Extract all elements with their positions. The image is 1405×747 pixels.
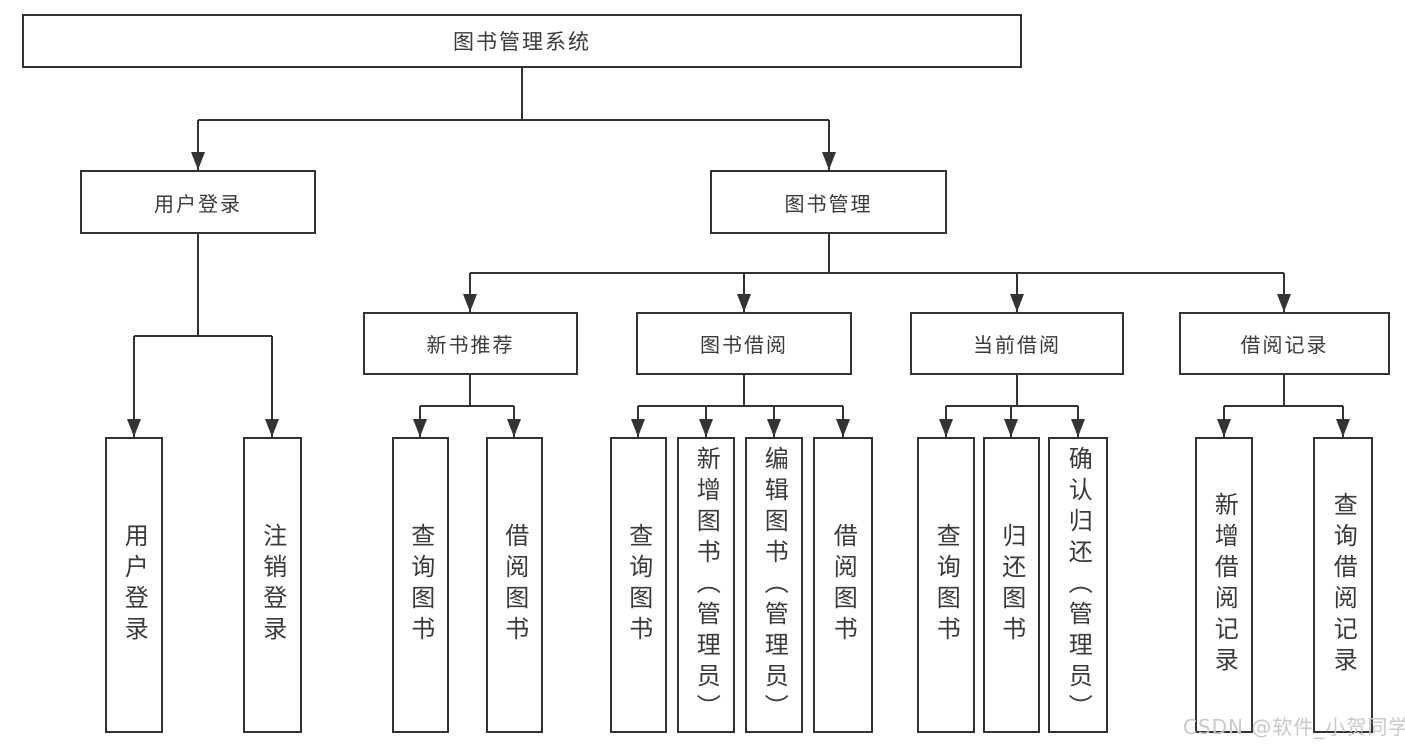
leaf-add-book-admin: 新增图书（管理员） (677, 437, 735, 733)
leaf-borrow-book-recommend: 借阅图书 (486, 437, 543, 733)
node-root-system-label: 图书管理系统 (453, 30, 591, 54)
leaf-add-borrow-record-label: 新增借阅记录 (1210, 492, 1239, 678)
leaf-edit-book-admin-label: 编辑图书（管理员） (760, 445, 789, 725)
node-current-borrow-label: 当前借阅 (973, 333, 1061, 357)
node-borrow-record: 借阅记录 (1179, 312, 1390, 375)
leaf-query-book-current-label: 查询图书 (932, 523, 961, 647)
leaf-logout: 注销登录 (243, 437, 302, 733)
node-user-login-group-label: 用户登录 (154, 191, 242, 216)
node-user-login-group: 用户登录 (80, 170, 316, 234)
leaf-borrow-book: 借阅图书 (813, 437, 873, 733)
leaf-return-book-label: 归还图书 (997, 523, 1026, 647)
leaf-user-login-label: 用户登录 (120, 523, 149, 647)
node-borrow-record-label: 借阅记录 (1240, 333, 1329, 357)
leaf-add-borrow-record: 新增借阅记录 (1195, 437, 1253, 733)
leaf-borrow-book-recommend-label: 借阅图书 (500, 523, 529, 647)
node-root-system: 图书管理系统 (22, 14, 1022, 68)
leaf-query-borrow-record: 查询借阅记录 (1313, 437, 1373, 733)
node-book-borrow-label: 图书借阅 (700, 333, 788, 357)
leaf-query-book-current: 查询图书 (917, 437, 975, 733)
node-book-management-label: 图书管理 (784, 191, 873, 216)
leaf-query-book-borrow-label: 查询图书 (624, 523, 653, 647)
leaf-query-borrow-record-label: 查询借阅记录 (1329, 492, 1358, 678)
leaf-user-login: 用户登录 (105, 437, 163, 733)
leaf-return-book: 归还图书 (983, 437, 1040, 733)
leaf-logout-label: 注销登录 (258, 523, 287, 647)
leaf-query-book-borrow: 查询图书 (610, 437, 667, 733)
leaf-confirm-return-admin-label: 确认归还（管理员） (1064, 445, 1093, 725)
watermark: CSDN @软件_小贺同学 (1183, 715, 1405, 739)
node-book-borrow: 图书借阅 (636, 312, 852, 375)
leaf-confirm-return-admin: 确认归还（管理员） (1048, 437, 1108, 733)
leaf-add-book-admin-label: 新增图书（管理员） (692, 445, 721, 725)
node-new-book-recommend-label: 新书推荐 (426, 333, 515, 357)
leaf-borrow-book-label: 借阅图书 (829, 523, 858, 647)
node-current-borrow: 当前借阅 (910, 312, 1124, 375)
node-book-management: 图书管理 (710, 170, 947, 234)
node-new-book-recommend: 新书推荐 (363, 312, 578, 375)
leaf-edit-book-admin: 编辑图书（管理员） (745, 437, 803, 733)
leaf-query-book-recommend: 查询图书 (392, 437, 449, 733)
leaf-query-book-recommend-label: 查询图书 (406, 523, 435, 647)
